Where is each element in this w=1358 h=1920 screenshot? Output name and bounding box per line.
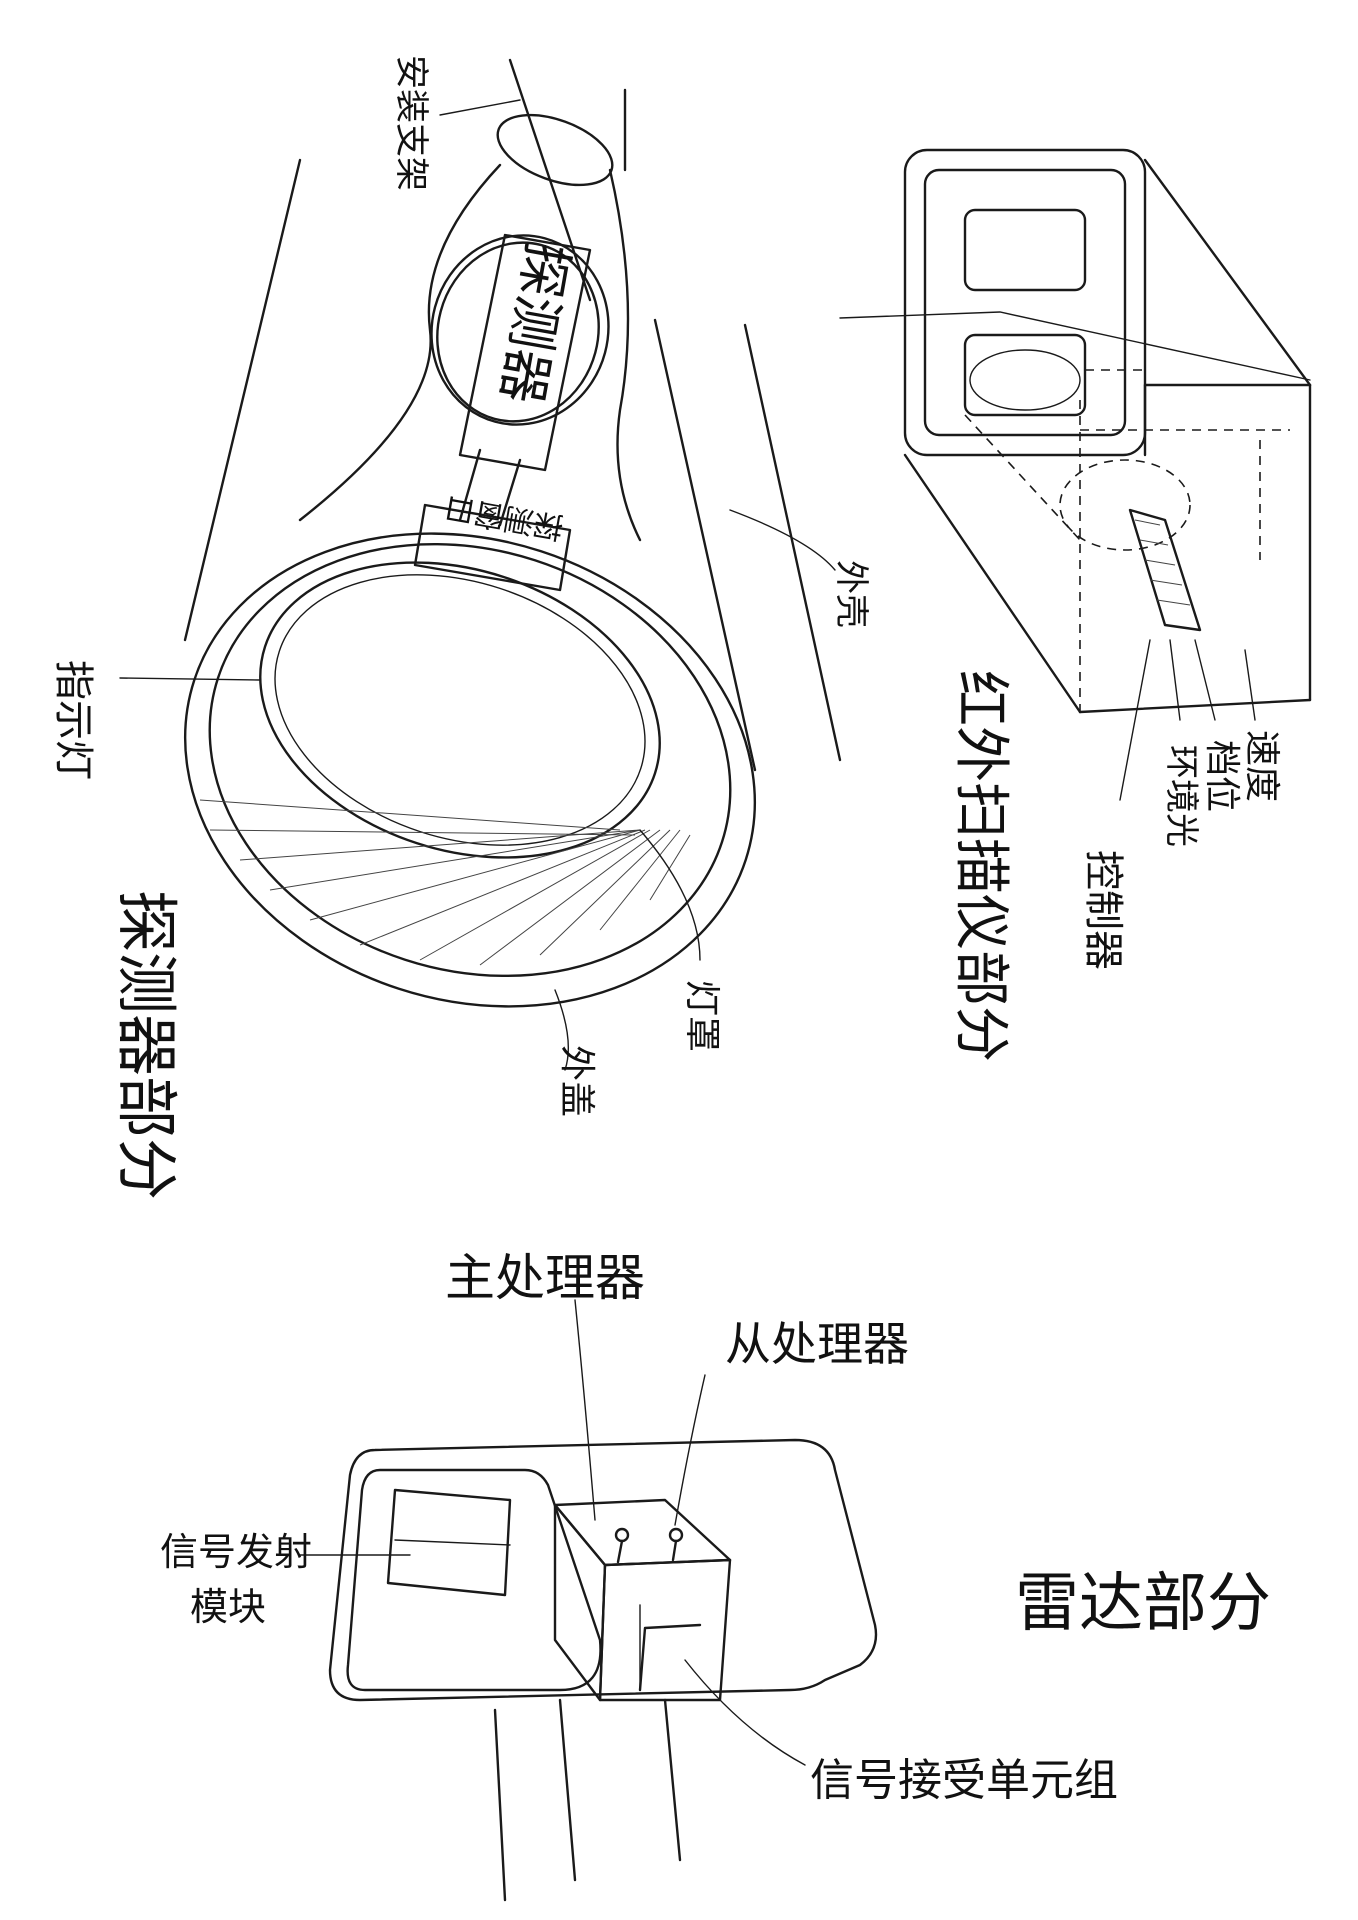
main-processor-knob — [614, 1527, 630, 1543]
scanner-front-inner — [923, 168, 1127, 437]
indicator-lamp-ellipse — [259, 561, 661, 859]
processor-box-front — [598, 1558, 732, 1702]
leader-main-processor — [574, 1299, 596, 1521]
label-detector-body: 探测器 — [489, 238, 579, 408]
scanner-dashed-diag — [964, 414, 1081, 541]
neck-left — [298, 163, 502, 522]
bracket-cap — [496, 113, 614, 187]
label-controller: 控制器 — [1080, 850, 1126, 970]
detector-ball-ring — [436, 241, 600, 423]
pole-left-line — [183, 158, 302, 642]
label-mounting-bracket: 安装支架 — [391, 55, 431, 191]
label-outer-shell: 外壳 — [831, 560, 871, 628]
leader-ambient — [1169, 639, 1181, 721]
detector-plate — [458, 233, 592, 472]
radar-section-title: 雷达部分 — [1015, 1567, 1271, 1641]
label-lamp-cover: 灯罩 — [681, 980, 722, 1052]
radar-pole-right — [663, 1698, 682, 1862]
leader-outer-shell — [729, 509, 836, 571]
scanner-body-bottom — [1078, 698, 1312, 714]
scanner-leader-long — [839, 311, 1311, 381]
neck-right — [608, 168, 642, 542]
radar-drawing — [299, 1299, 878, 1902]
leader-indicator — [119, 677, 261, 681]
scanner-dashed-lens — [1059, 459, 1191, 551]
plate-stem-2 — [498, 458, 522, 527]
leader-gear — [1194, 639, 1216, 721]
detector-section-title: 探测器部分 — [110, 890, 183, 1200]
infrared-section-title: 红外扫描仪部分 — [948, 670, 1013, 1062]
transmitter-window — [386, 1488, 512, 1597]
radar-front-panel — [346, 1468, 602, 1692]
processor-box-left — [553, 1503, 607, 1702]
label-window-plate: 探测窗口 — [442, 489, 566, 544]
transmitter-window-line — [394, 1539, 511, 1546]
scanner-front-outer — [903, 148, 1147, 457]
detector-ball — [430, 234, 610, 426]
processor-box-top — [553, 1498, 732, 1567]
head-rim — [208, 542, 732, 978]
radar-pole-left — [493, 1708, 507, 1902]
label-speed: 速度 — [1241, 730, 1282, 802]
leader-slave-processor — [674, 1374, 706, 1526]
pole-right-line-2 — [743, 323, 842, 762]
leader-outer-cap — [554, 989, 569, 1071]
scanner-lens — [969, 349, 1081, 411]
label-ambient-light: 环境光 — [1161, 745, 1201, 847]
label-indicator-light: 指示灯 — [50, 660, 96, 780]
label-main-processor: 主处理器 — [445, 1249, 645, 1307]
scanner-body-left — [903, 453, 1082, 714]
plate-stem-1 — [458, 448, 482, 522]
label-transmitter-line1: 信号发射 — [160, 1530, 312, 1574]
detector-drawing — [119, 58, 842, 1071]
label-slave-processor: 从处理器 — [725, 1317, 909, 1371]
scanner-upper-window — [963, 208, 1087, 292]
leader-receiver — [684, 1659, 806, 1766]
radar-housing-outer — [328, 1438, 878, 1702]
leader-speed — [1244, 649, 1256, 721]
lamp-cover-hatching — [199, 799, 691, 966]
scanner-body-top — [1143, 158, 1312, 387]
label-transmitter-line2: 模块 — [190, 1585, 266, 1629]
leader-controller — [1119, 639, 1151, 801]
label-gear: 档位 — [1201, 740, 1242, 812]
indicator-lamp-inner — [274, 574, 646, 846]
radar-pole-mid — [558, 1698, 577, 1882]
leader-bracket — [439, 99, 521, 116]
head-outer — [183, 532, 757, 1008]
label-receiver-group: 信号接受单元组 — [810, 1755, 1118, 1806]
label-outer-cap: 外盖 — [556, 1045, 597, 1117]
infrared-scanner-drawing — [839, 148, 1312, 801]
pole-right-line — [653, 318, 757, 772]
controller-slab — [1128, 508, 1202, 632]
slave-processor-knob — [668, 1527, 684, 1543]
receiver-unit-opening — [638, 1623, 702, 1692]
scanner-lower-window — [963, 333, 1087, 417]
leader-lamp-cover — [639, 829, 701, 961]
